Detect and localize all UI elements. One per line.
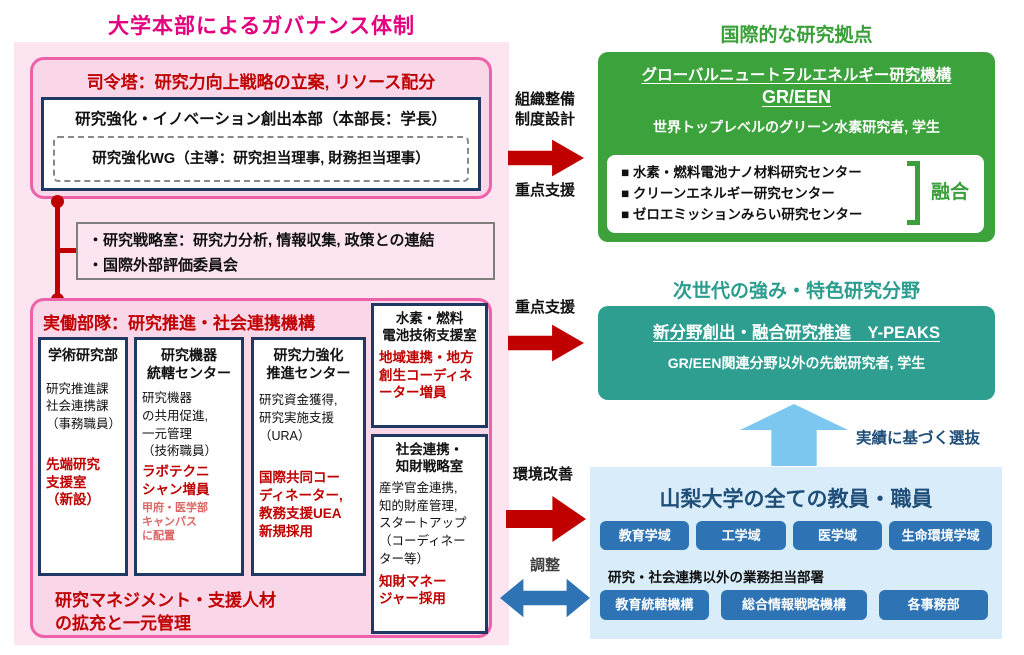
- university-panel: 山梨大学の全ての教員・職員 教育学域 工学域 医学域 生命環境学域 研究・社会連…: [590, 467, 1002, 639]
- operations-box: 実働部隊：研究推進・社会連携機構 学術研究部 研究推進課 社会連携課 （事務職員…: [30, 298, 492, 638]
- domain-button-education: 教育学域: [600, 521, 690, 550]
- center-item: ■ ゼロエミッションみらい研究センター: [621, 207, 863, 222]
- command-tower-box: 司令塔：研究力向上戦略の立案, リソース配分 研究強化・イノベーション創出本部（…: [30, 57, 492, 199]
- dept-box-hydrogen-support-office: 水素・燃料 電池技術支援室 地域連携・地方 創生コーディネ ーター増員: [371, 303, 488, 428]
- flow-label-org-design: 組織整備 制度設計: [514, 91, 575, 128]
- dept-header: 水素・燃料 電池技術支援室: [382, 311, 477, 343]
- dept-button-info-strategy-org: 総合情報戦略機構: [720, 590, 868, 620]
- flow-label-adjust: 調整: [529, 557, 560, 574]
- international-hub-title: 国際的な研究拠点: [720, 25, 873, 46]
- right-arrow-icon: [506, 496, 586, 542]
- university-title: 山梨大学の全ての教員・職員: [659, 488, 933, 511]
- hub-centers-list: ■ 水素・燃料電池ナノ材料研究センター ■ クリーンエネルギー研究センター ■ …: [621, 162, 862, 225]
- left-panel-title: 大学本部によるガバナンス体制: [108, 15, 415, 38]
- next-gen-box: 新分野創出・融合研究推進 Y-PEAKS GR/EEN関連分野以外の先鋭研究者,…: [598, 306, 995, 400]
- dept-body: 研究推進課 社会連携課 （事務職員）: [46, 381, 122, 432]
- dept-button-admin-offices: 各事務部: [879, 590, 988, 620]
- center-item: ■ 水素・燃料電池ナノ材料研究センター: [621, 165, 862, 180]
- up-arrow-icon: [740, 404, 848, 466]
- dept-header: 研究力強化 推進センター: [266, 347, 351, 381]
- flow-label-priority-support-1: 重点支援: [514, 182, 575, 199]
- dept-header: 社会連携・ 知財戦略室: [395, 442, 464, 474]
- dept-body: 研究機器 の共用促進, 一元管理 （技術職員）: [142, 391, 218, 459]
- strategy-office-box: ・研究戦略室：研究力分析, 情報収集, 政策との連結 ・国際外部評価委員会: [76, 222, 495, 280]
- wg-box: 研究強化WG（主導：研究担当理事, 財務担当理事）: [53, 136, 469, 182]
- connector-line: [55, 200, 60, 300]
- operations-footer: 研究マネジメント・支援人材 の拡充と一元管理: [55, 591, 276, 633]
- hq-label: 研究強化・イノベーション創出本部（本部長：学長）: [75, 111, 447, 128]
- domain-button-row: 教育学域 工学域 医学域 生命環境学域: [600, 521, 992, 550]
- fusion-bracket-icon: [907, 161, 920, 225]
- international-hub-box: グローバルニュートラルエネルギー研究機構 GR/EEN 世界トップレベルのグリー…: [598, 52, 995, 242]
- center-item: ■ クリーンエネルギー研究センター: [621, 186, 835, 201]
- next-gen-program: 新分野創出・融合研究推進 Y-PEAKS: [653, 324, 940, 342]
- dept-note: 甲府・医学部 キャンパス に配置: [142, 501, 208, 543]
- domain-button-life-environment: 生命環境学域: [889, 521, 992, 550]
- double-arrow-icon: [500, 578, 590, 618]
- dept-highlight: 地域連携・地方 創生コーディネ ーター増員: [379, 349, 474, 401]
- dept-body: 研究資金獲得, 研究実施支援 （URA）: [259, 393, 338, 443]
- dept-header: 研究機器 統轄センター: [147, 347, 231, 381]
- wg-label: 研究強化WG（主導：研究担当理事, 財務担当理事）: [92, 151, 430, 167]
- right-arrow-icon: [508, 139, 584, 177]
- operations-title: 実働部隊：研究推進・社会連携機構: [43, 314, 315, 333]
- dept-button-education-org: 教育統轄機構: [600, 590, 709, 620]
- next-gen-members: GR/EEN関連分野以外の先鋭研究者, 学生: [667, 355, 926, 371]
- hub-org-name: グローバルニュートラルエネルギー研究機構: [641, 67, 952, 84]
- right-arrow-icon: [508, 324, 584, 362]
- dept-highlight: ラボテクニ シャン増員: [142, 464, 210, 497]
- connector-dot-top: [51, 195, 64, 208]
- dept-highlight: 国際共同コー ディネーター, 教務支援UEA 新規採用: [259, 470, 343, 539]
- hub-centers-box: ■ 水素・燃料電池ナノ材料研究センター ■ クリーンエネルギー研究センター ■ …: [607, 155, 984, 233]
- department-button-row: 教育統轄機構 総合情報戦略機構 各事務部: [600, 590, 988, 620]
- dept-body: 産学官金連携, 知的財産管理, スタートアップ （コーディネー ター等）: [379, 480, 467, 566]
- dept-highlight: 知財マネー ジャー採用: [379, 573, 447, 607]
- hub-org-abbr: GR/EEN: [761, 87, 831, 107]
- flow-label-priority-support-2: 重点支援: [514, 299, 575, 316]
- dept-highlight: 先端研究 支援室 （新設）: [46, 456, 100, 508]
- hq-box: 研究強化・イノベーション創出本部（本部長：学長） 研究強化WG（主導：研究担当理…: [41, 97, 481, 191]
- dept-box-research-strength-center: 研究力強化 推進センター 研究資金獲得, 研究実施支援 （URA） 国際共同コー…: [251, 337, 366, 576]
- hub-members: 世界トップレベルのグリーン水素研究者, 学生: [652, 119, 941, 135]
- dept-box-ip-strategy-office: 社会連携・ 知財戦略室 産学官金連携, 知的財産管理, スタートアップ （コーデ…: [371, 434, 488, 634]
- other-depts-label: 研究・社会連携以外の業務担当部署: [608, 570, 824, 585]
- connector-branch: [58, 248, 76, 253]
- dept-box-academic-research: 学術研究部 研究推進課 社会連携課 （事務職員） 先端研究 支援室 （新設）: [38, 337, 128, 576]
- fusion-label: 融合: [931, 182, 970, 203]
- next-gen-title: 次世代の強み・特色研究分野: [672, 281, 920, 302]
- dept-header: 学術研究部: [48, 347, 118, 363]
- domain-button-engineering: 工学域: [696, 521, 786, 550]
- dept-box-equipment-center: 研究機器 統轄センター 研究機器 の共用促進, 一元管理 （技術職員） ラボテク…: [134, 337, 244, 576]
- selection-label: 実績に基づく選抜: [856, 430, 981, 447]
- domain-button-medicine: 医学域: [792, 521, 883, 550]
- command-tower-title: 司令塔：研究力向上戦略の立案, リソース配分: [86, 73, 436, 92]
- flow-label-env-improve: 環境改善: [512, 466, 573, 483]
